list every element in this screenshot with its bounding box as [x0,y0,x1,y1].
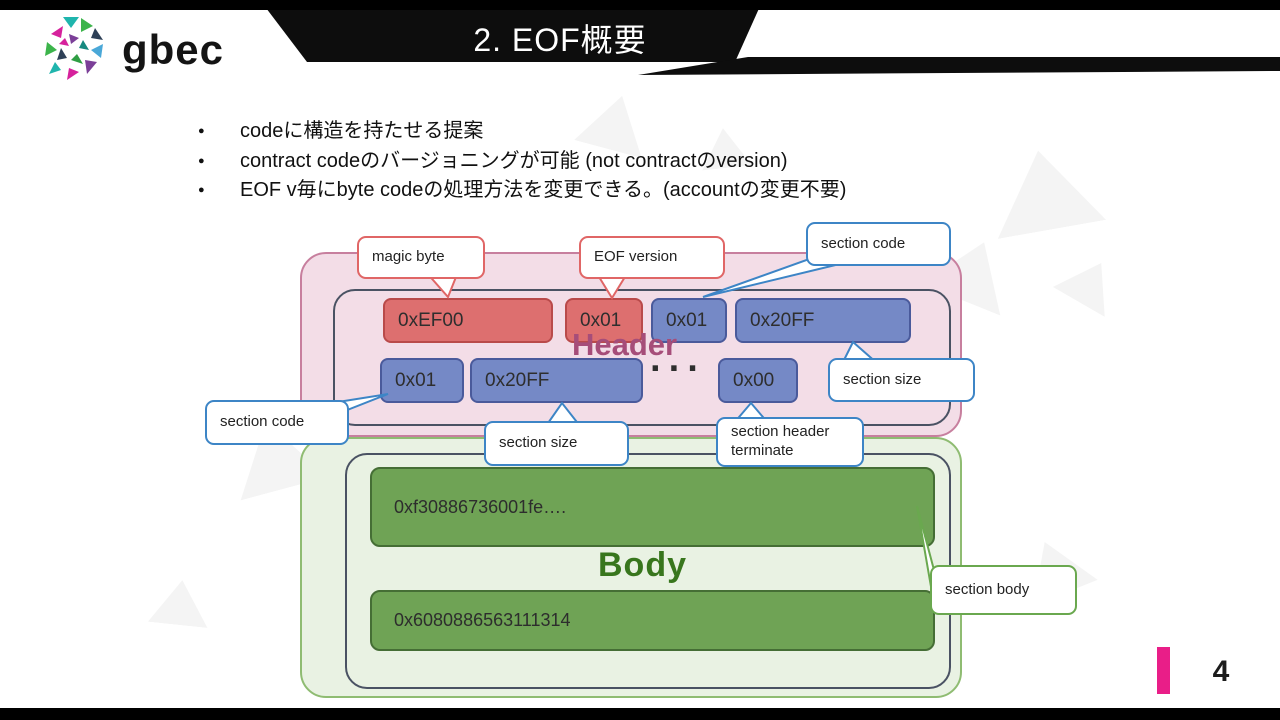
page-number: 4 [1212,655,1230,688]
body-section-box-2: 0x6080886563111314 [370,590,935,651]
top-bar [0,0,1280,10]
callout-eof-version: EOF version [579,236,725,279]
gbec-logo: gbec [34,14,224,86]
slide-title: 2. EOF概要 [473,22,647,58]
body-label: Body [598,546,687,584]
bottom-bar [0,708,1280,720]
eof-header-outline [333,289,951,426]
byte-box-section-size-1: 0x20FF [735,298,911,343]
byte-box-section-code-1: 0x01 [651,298,727,343]
callout-section-code-top: section code [806,222,951,266]
ellipsis-dots: ··· [650,348,706,390]
callout-section-header-terminate: section header terminate [716,417,864,467]
header-label: Header [572,327,678,362]
byte-box-magic-byte: 0xEF00 [383,298,553,343]
callout-magic-byte: magic byte [357,236,485,279]
byte-box-section-code-2: 0x01 [380,358,464,403]
gbec-logo-icon [45,17,103,80]
bullet-item: EOF v毎にbyte codeの処理方法を変更できる。(accountの変更不… [198,176,846,206]
bullet-list: codeに構造を持たせる提案 contract codeのバージョニングが可能 … [198,117,846,206]
byte-box-terminator: 0x00 [718,358,798,403]
byte-box-eof-version: 0x01 [565,298,643,343]
background-triangle [1053,248,1127,317]
callout-section-size-bottom: section size [484,421,629,466]
page-accent-bar [1157,647,1170,694]
logo-text: gbec [122,26,225,73]
callout-section-body: section body [930,565,1077,615]
body-section-box-1: 0xf30886736001fe…. [370,467,935,547]
banner-block [263,4,761,62]
background-triangle [984,141,1106,239]
bullet-item: codeに構造を持たせる提案 [198,117,846,147]
callout-section-code-left: section code [205,400,349,445]
callout-section-size-right: section size [828,358,975,402]
background-triangle [148,577,212,628]
bullet-item: contract codeのバージョニングが可能 (not contractのv… [198,147,846,177]
title-banner [263,4,1280,75]
banner-tail [638,57,1280,75]
byte-box-section-size-2: 0x20FF [470,358,643,403]
